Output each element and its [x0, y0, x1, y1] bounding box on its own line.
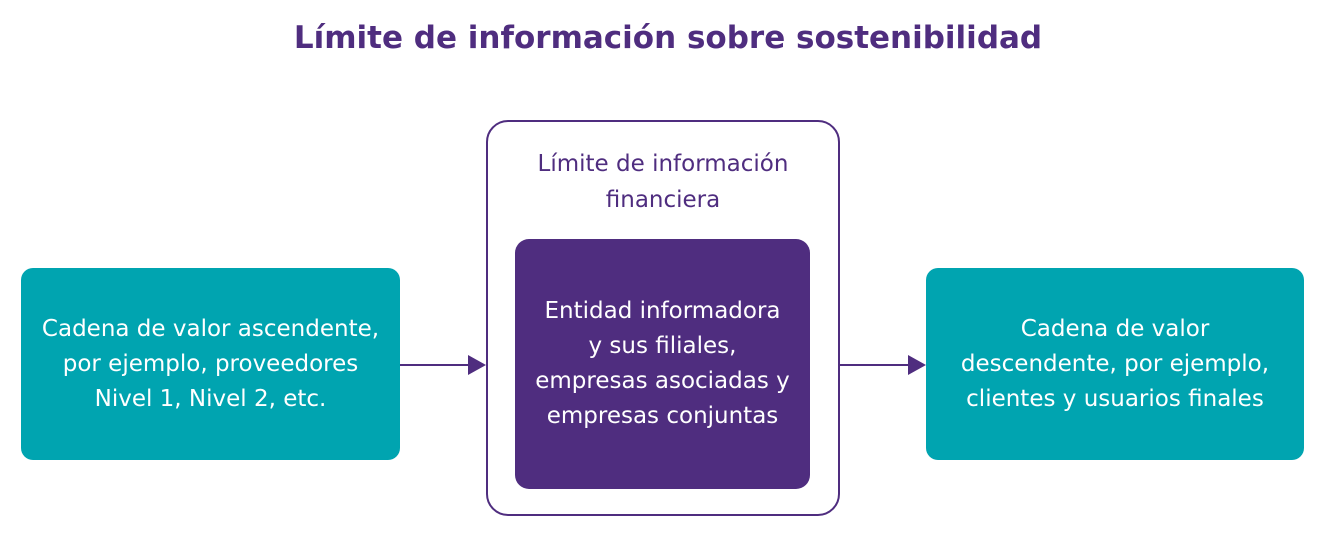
reporting-entity-text: Entidad informadora y sus filiales, empr… [535, 298, 790, 429]
downstream-value-chain-box: Cadena de valor descendente, por ejemplo… [926, 268, 1304, 460]
financial-boundary-box [486, 120, 840, 516]
arrow-left-to-center [400, 355, 486, 375]
upstream-value-chain-box: Cadena de valor ascendente, por ejemplo,… [21, 268, 400, 460]
upstream-value-chain-text: Cadena de valor ascendente, por ejemplo,… [41, 315, 380, 412]
diagram-title: Límite de información sobre sostenibilid… [293, 20, 1043, 56]
financial-boundary-label: Límite de información financiera [537, 151, 789, 213]
arrow-center-to-right [840, 355, 926, 375]
reporting-entity-box: Entidad informadora y sus filiales, empr… [515, 239, 810, 489]
downstream-value-chain-text: Cadena de valor descendente, por ejemplo… [960, 315, 1270, 412]
